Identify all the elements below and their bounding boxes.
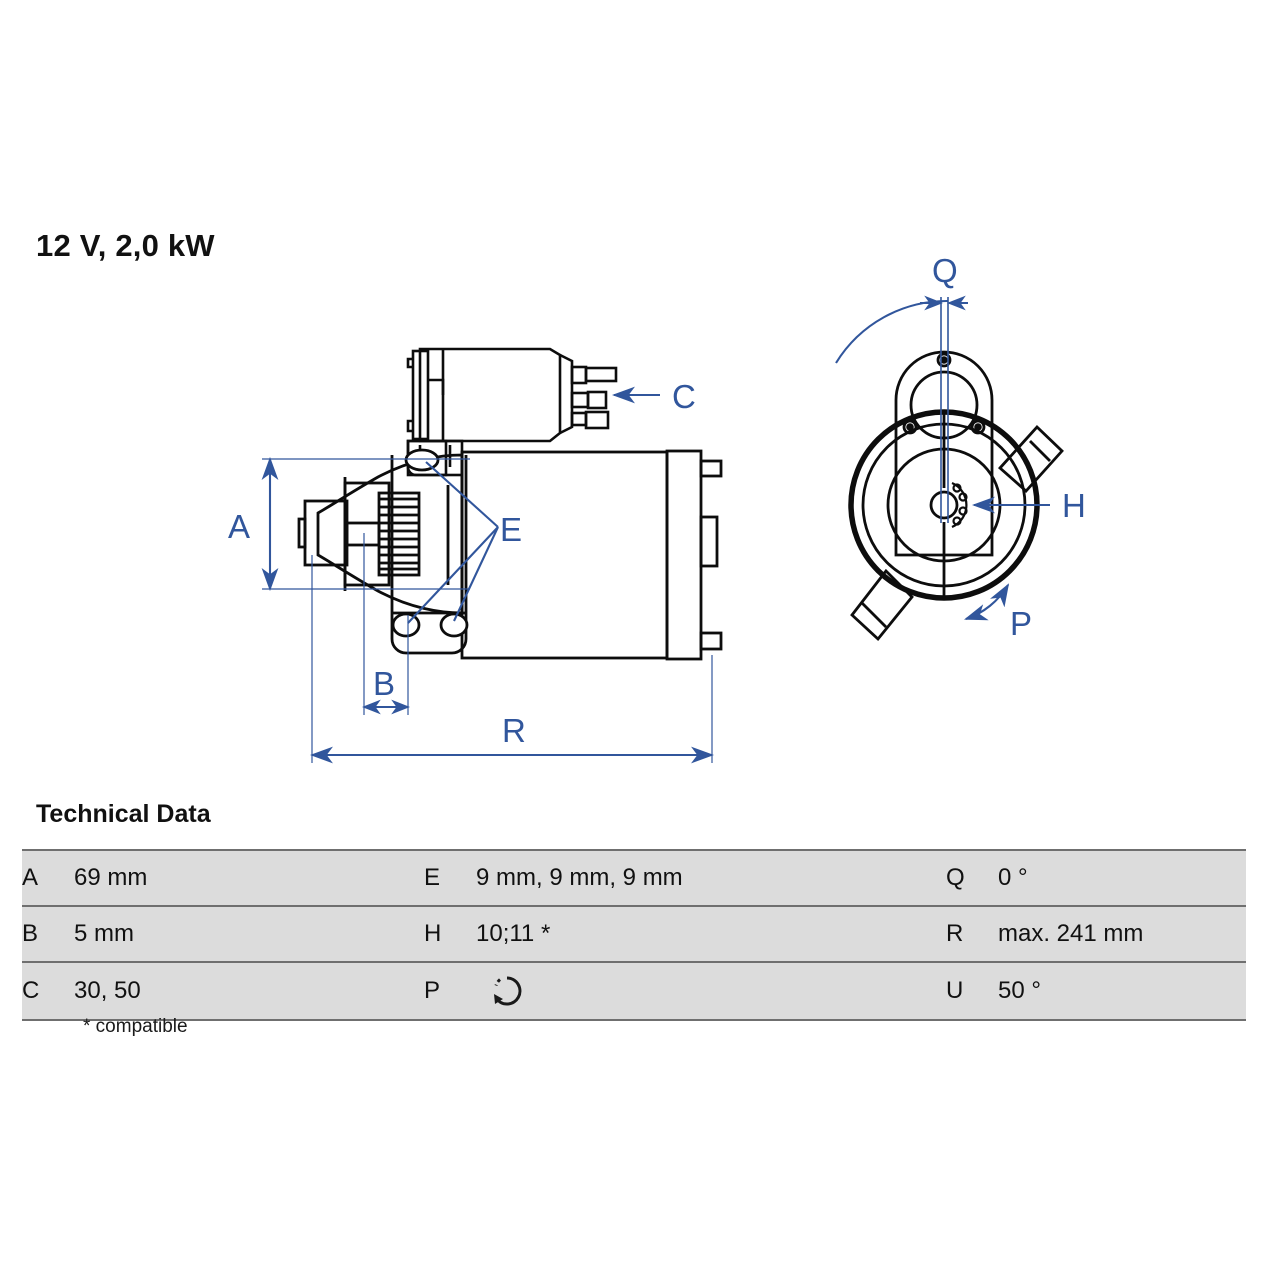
end-view-group: Q H P (835, 255, 1086, 642)
label-p: P (1010, 605, 1032, 642)
mounting-hole-bottom-left (391, 612, 421, 638)
rotation-arrow-p (964, 583, 1010, 621)
label-q: Q (932, 255, 958, 289)
technical-data-heading: Technical Data (36, 800, 211, 828)
row-value-u: 50 ° (998, 961, 1246, 1021)
mounting-holes (391, 448, 469, 638)
label-c: C (672, 378, 696, 415)
end-view-lug-upper (998, 424, 1064, 493)
table-row: B 5 mm H 10;11 * R max. 241 mm (22, 905, 1246, 962)
rotation-counterclockwise-icon (476, 963, 946, 1019)
technical-data-table-wrap: A 69 mm E 9 mm, 9 mm, 9 mm Q 0 ° B 5 mm … (22, 849, 1246, 1021)
technical-data-table: A 69 mm E 9 mm, 9 mm, 9 mm Q 0 ° B 5 mm … (22, 849, 1246, 1021)
row-key-a: A (22, 849, 74, 906)
row-key-h: H (424, 905, 476, 962)
row-key-u: U (946, 961, 998, 1021)
row-value-b: 5 mm (74, 905, 424, 962)
drive-end-housing (297, 453, 464, 615)
row-key-q: Q (946, 849, 998, 906)
row-key-r: R (946, 905, 998, 962)
label-r: R (502, 712, 526, 749)
mounting-hole-bottom-right (439, 612, 469, 638)
side-view-annotations (261, 386, 715, 764)
label-b: B (373, 665, 395, 702)
label-a: A (228, 508, 250, 545)
label-e: E (500, 511, 522, 548)
solenoid-assembly (406, 347, 618, 443)
motor-body (460, 449, 723, 661)
row-key-e: E (424, 849, 476, 906)
table-footnote: * compatible (83, 1016, 188, 1037)
leader-line-e-bottom-right (453, 526, 499, 622)
leader-line-e-bottom-left (407, 526, 499, 624)
end-view-spline (951, 481, 968, 529)
row-value-c: 30, 50 (74, 961, 424, 1021)
technical-drawing: A B C E R (228, 255, 1086, 764)
row-key-p: P (424, 961, 476, 1021)
row-value-e: 9 mm, 9 mm, 9 mm (476, 849, 946, 906)
row-key-c: C (22, 961, 74, 1021)
row-value-p (476, 961, 946, 1021)
row-value-q: 0 ° (998, 849, 1246, 906)
table-row: A 69 mm E 9 mm, 9 mm, 9 mm Q 0 ° (22, 849, 1246, 906)
end-view-lug-lower (850, 568, 914, 642)
leader-line-e-top (425, 461, 499, 528)
side-view-group: A B C E R (228, 347, 723, 764)
mounting-hole-top (404, 448, 440, 472)
row-value-h: 10;11 * (476, 905, 946, 962)
end-view-annotations (835, 295, 1050, 621)
row-value-a: 69 mm (74, 849, 424, 906)
page-title: 12 V, 2,0 kW (36, 228, 215, 263)
label-h: H (1062, 487, 1086, 524)
table-row: C 30, 50 P U 50 ° (22, 961, 1246, 1021)
row-value-r: max. 241 mm (998, 905, 1246, 962)
row-key-b: B (22, 905, 74, 962)
